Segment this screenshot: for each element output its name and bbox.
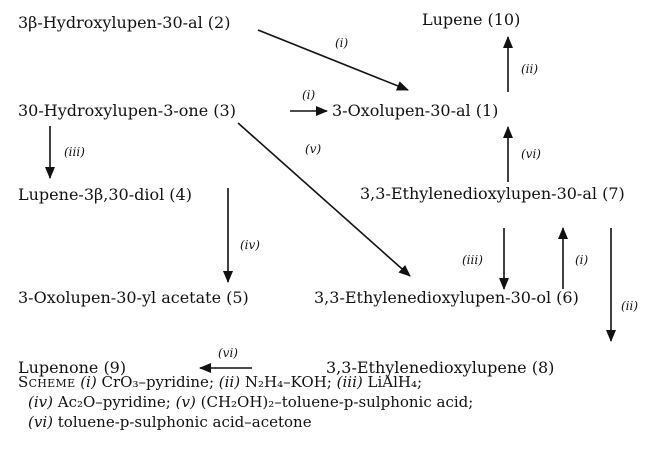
compound-8: 3,3-Ethylenedioxylupene (8) bbox=[326, 358, 555, 377]
reagent-label-i: (i) bbox=[80, 373, 97, 391]
reagent-label-v: (v) bbox=[175, 393, 196, 411]
compound-4: Lupene-3β,30-diol (4) bbox=[18, 185, 192, 204]
reaction-label-4-to-5: (iv) bbox=[240, 238, 260, 252]
reaction-label-8-to-9: (vi) bbox=[218, 346, 238, 360]
reagent-text-ii: N₂H₄–KOH; bbox=[244, 373, 332, 391]
reaction-label-7-to-8: (ii) bbox=[621, 299, 639, 313]
reagent-text-i: CrO₃–pyridine; bbox=[101, 373, 215, 391]
reagent-text-v: (CH₂OH)₂–toluene-p-sulphonic acid; bbox=[200, 393, 474, 411]
reaction-label-2-to-1: (i) bbox=[335, 36, 349, 50]
reagent-label-iii: (iii) bbox=[336, 373, 363, 391]
reagent-text-iv: Ac₂O–pyridine; bbox=[57, 393, 171, 411]
compound-2: 3β-Hydroxylupen-30-al (2) bbox=[18, 13, 231, 32]
arrow-3-to-6 bbox=[237, 122, 411, 277]
compound-6: 3,3-Ethylenedioxylupen-30-ol (6) bbox=[314, 288, 579, 307]
reagent-text-iii: LiAlH₄; bbox=[367, 373, 423, 391]
reaction-label-6-to-7: (i) bbox=[575, 253, 589, 267]
compound-9: Lupenone (9) bbox=[18, 358, 127, 377]
scheme-title: Scheme bbox=[18, 373, 76, 391]
reaction-label-3-to-6: (v) bbox=[305, 142, 322, 156]
reaction-label-7-to-1: (vi) bbox=[521, 147, 541, 161]
reagent-label-ii: (ii) bbox=[218, 373, 241, 391]
arrow-2-to-1 bbox=[257, 29, 409, 91]
reaction-label-1-to-10: (ii) bbox=[521, 62, 539, 76]
reaction-label-3-to-4: (iii) bbox=[64, 145, 85, 159]
compound-1: 3-Oxolupen-30-al (1) bbox=[332, 101, 499, 120]
reagent-label-vi: (vi) bbox=[28, 413, 53, 431]
compound-7: 3,3-Ethylenedioxylupen-30-al (7) bbox=[360, 184, 625, 203]
reagent-text-vi: toluene-p-sulphonic acid–acetone bbox=[57, 413, 312, 431]
compound-10: Lupene (10) bbox=[422, 10, 521, 29]
reagent-label-iv: (iv) bbox=[28, 393, 53, 411]
scheme-caption: Scheme (i) CrO₃–pyridine; (ii) N₂H₄–KOH;… bbox=[18, 372, 640, 432]
compound-3: 30-Hydroxylupen-3-one (3) bbox=[18, 101, 236, 120]
reaction-label-3-to-1: (i) bbox=[302, 88, 316, 102]
reaction-label-7-to-6: (iii) bbox=[462, 253, 483, 267]
compound-5: 3-Oxolupen-30-yl acetate (5) bbox=[18, 288, 249, 307]
